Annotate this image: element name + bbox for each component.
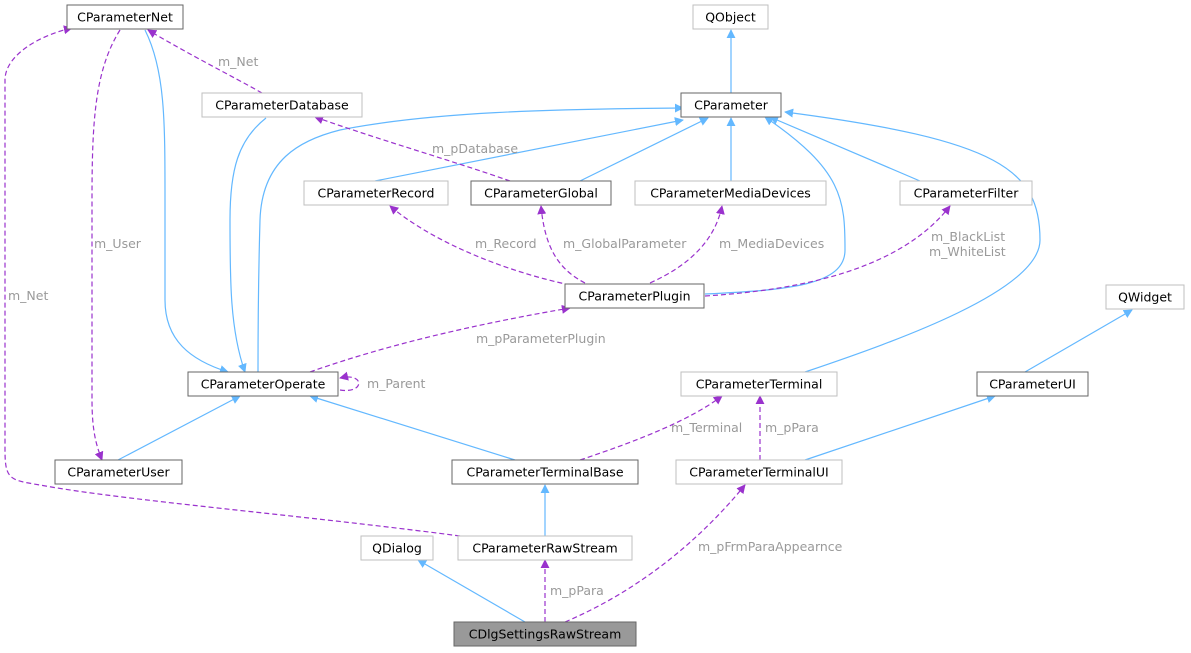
edge-plugin-uses-filter: [704, 205, 951, 297]
node-cparameterterminalui[interactable]: CParameterTerminalUI: [675, 459, 843, 485]
edge-plugin-uses-record: [389, 205, 571, 286]
edge-plugin-uses-global: [537, 205, 586, 284]
edge-label-m-record: m_Record: [475, 236, 537, 251]
edge-operate-inherits-cparameter: [257, 103, 684, 373]
edge-operate-uses-plugin: [309, 304, 571, 373]
node-cparameterrawstream[interactable]: CParameterRawStream: [457, 535, 633, 561]
edge-record-inherits-cparameter: [374, 117, 684, 182]
node-cparametermediadevices[interactable]: CParameterMediaDevices: [634, 180, 827, 206]
node-cparameternet[interactable]: CParameterNet: [66, 4, 184, 30]
node-label: CParameterUser: [67, 465, 170, 480]
node-cparameteroperate[interactable]: CParameterOperate: [187, 371, 339, 397]
edge-label-m-globalparameter: m_GlobalParameter: [563, 236, 687, 251]
edge-label-m-terminal: m_Terminal: [671, 420, 742, 435]
edge-label-m-blacklist: m_BlackList: [931, 229, 1005, 244]
edge-label-m-ppara-raw: m_pPara: [550, 583, 604, 598]
node-qwidget[interactable]: QWidget: [1105, 284, 1185, 310]
edge-label-m-mediadevices: m_MediaDevices: [719, 236, 824, 251]
edge-database-uses-net: [147, 29, 263, 94]
edge-global-uses-database: [314, 115, 511, 182]
node-label: CParameterNet: [77, 10, 173, 25]
node-label: CParameterPlugin: [578, 289, 690, 304]
node-label: QDialog: [372, 541, 422, 556]
node-label: CParameterUI: [989, 377, 1076, 392]
node-cdlgsettingsrawstream[interactable]: CDlgSettingsRawStream: [453, 621, 637, 647]
edge-dlg-inherits-qdialog: [417, 559, 526, 623]
edge-label-m-pfrmparaappearnce: m_pFrmParaAppearnce: [698, 539, 843, 554]
edge-ui-inherits-qwidget: [1024, 309, 1133, 373]
edge-rawstream-uses-net: [4, 25, 461, 537]
edge-label-m-pparameterplugin: m_pParameterPlugin: [476, 331, 606, 346]
node-cparameterglobal[interactable]: CParameterGlobal: [470, 180, 612, 206]
edge-label-m-net-left: m_Net: [8, 288, 48, 303]
node-cparameter[interactable]: CParameter: [680, 92, 782, 118]
edge-labels: m_Net m_pDatabase m_User m_Net m_Record …: [8, 54, 1006, 598]
edge-terminalui-inherits-ui: [804, 394, 996, 461]
node-cparameterterminal[interactable]: CParameterTerminal: [680, 371, 838, 397]
edge-user-inherits-operate: [117, 395, 241, 461]
node-cparameteruser[interactable]: CParameterUser: [54, 459, 183, 485]
edge-global-inherits-cparameter: [579, 117, 709, 182]
node-label: CDlgSettingsRawStream: [469, 627, 622, 642]
node-label: CParameterTerminal: [696, 377, 823, 392]
node-qobject[interactable]: QObject: [692, 4, 769, 30]
node-cparameterdatabase[interactable]: CParameterDatabase: [201, 92, 363, 118]
edge-plugin-inherits-cparameter: [704, 116, 846, 295]
edge-dlg-uses-terminalui: [564, 484, 746, 623]
edges: [4, 25, 1133, 623]
node-label: CParameterRecord: [318, 186, 435, 201]
edge-label-m-whitelist: m_WhiteList: [929, 244, 1006, 259]
node-label: CParameterTerminalUI: [689, 465, 828, 480]
edge-label-m-pdatabase: m_pDatabase: [432, 141, 518, 156]
node-label: CParameterFilter: [914, 186, 1020, 201]
edge-label-m-ppara-ui: m_pPara: [765, 420, 819, 435]
node-cparameterui[interactable]: CParameterUI: [976, 371, 1089, 397]
edge-operate-uses-user: [91, 29, 121, 461]
node-cparameterrecord[interactable]: CParameterRecord: [303, 180, 449, 206]
node-label: CParameterDatabase: [215, 98, 349, 113]
node-label: QObject: [705, 10, 756, 25]
edge-terminalbase-inherits-operate: [309, 394, 516, 461]
edge-label-m-user: m_User: [94, 236, 142, 251]
node-label: CParameterTerminalBase: [466, 465, 623, 480]
node-qdialog[interactable]: QDialog: [360, 535, 434, 561]
edge-terminal-inherits-cparameter: [784, 108, 1041, 373]
edge-operate-uses-operate: [339, 371, 360, 392]
node-cparameterterminalbase[interactable]: CParameterTerminalBase: [451, 459, 639, 485]
edge-filter-inherits-cparameter: [769, 116, 921, 182]
node-label: CParameterOperate: [201, 377, 326, 392]
node-cparameterfilter[interactable]: CParameterFilter: [899, 180, 1033, 206]
edge-label-m-parent: m_Parent: [367, 376, 426, 391]
edge-operate-inherits-database: [229, 117, 267, 373]
node-label: CParameterMediaDevices: [650, 186, 811, 201]
edge-label-m-net-db: m_Net: [218, 54, 258, 69]
node-label: QWidget: [1118, 290, 1172, 305]
node-label: CParameter: [694, 98, 769, 113]
edge-plugin-uses-mediadevices: [649, 205, 725, 284]
node-cparameterplugin[interactable]: CParameterPlugin: [564, 283, 705, 309]
node-label: CParameterGlobal: [484, 186, 598, 201]
nodes: CParameterNet QObject CParameterDatabase…: [54, 4, 1185, 647]
edge-operate-inherits-cparameternet: [144, 29, 229, 374]
node-label: CParameterRawStream: [472, 541, 617, 556]
